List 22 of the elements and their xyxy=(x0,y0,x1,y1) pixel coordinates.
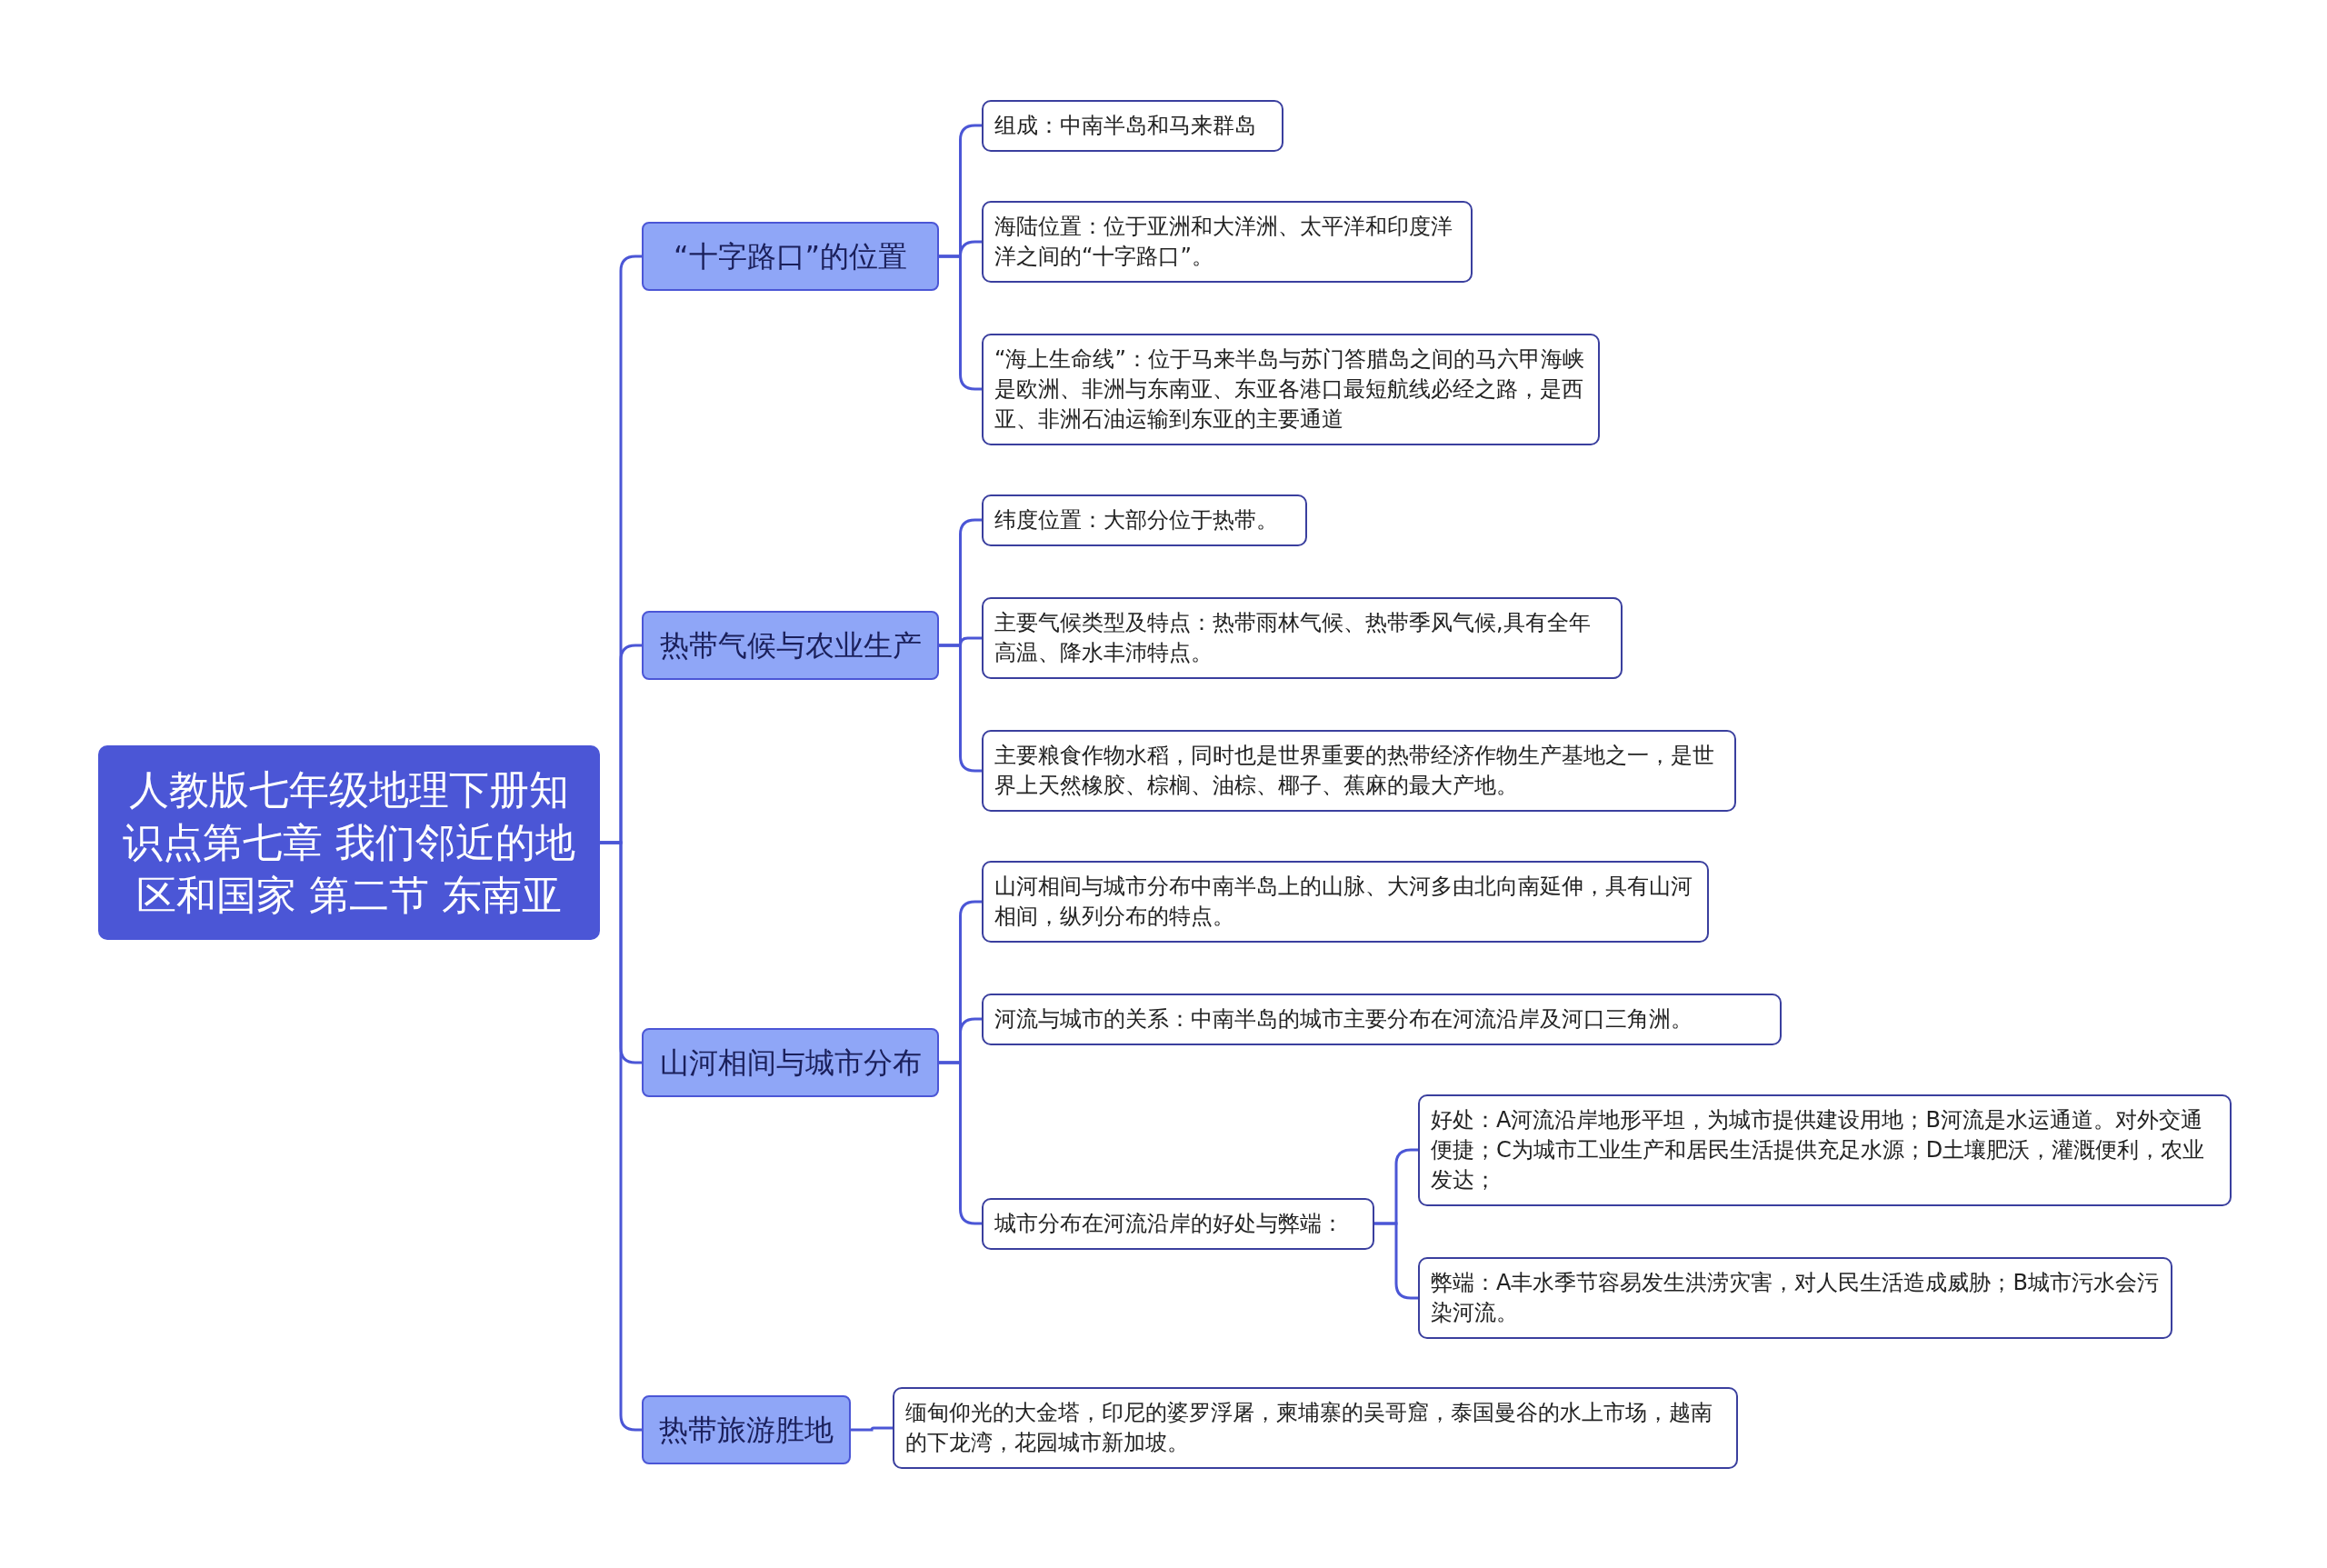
connector-line xyxy=(851,1426,893,1432)
leaf-topic-box: 组成：中南半岛和马来群岛 xyxy=(982,99,1283,152)
leaf-topic-box: 纬度位置：大部分位于热带。 xyxy=(982,494,1307,546)
leaf-topic-box: 好处：A河流沿岸地形平坦，为城市提供建设用地；B河流是水运通道。对外交通便捷；C为城市工业生产和居民生活提供充足水源；D土壤肥沃，灌溉便利，农业发达； xyxy=(1418,1094,2232,1206)
leaf-topic-box: 城市分布在河流沿岸的好处与弊端： xyxy=(982,1197,1374,1250)
connector-line xyxy=(939,255,982,391)
leaf-topic-box: “海上生命线”：位于马来半岛与苏门答腊岛之间的马六甲海峡是欧洲、非洲与东南亚、东亚各港口最短航线必经之路，是西亚、非洲石油运输到东亚的主要通道 xyxy=(982,333,1600,445)
branch-topic-box: 热带旅游胜地 xyxy=(642,1395,851,1464)
connector-line xyxy=(939,644,982,773)
branch-topic-box: 山河相间与城市分布 xyxy=(642,1028,939,1097)
root-topic-box: 人教版七年级地理下册知识点第七章 我们邻近的地区和国家 第二节 东南亚 xyxy=(98,745,600,940)
leaf-topic-box: 弊端：A丰水季节容易发生洪涝灾害，对人民生活造成威胁；B城市污水会污染河流。 xyxy=(1418,1257,2172,1339)
leaf-topic-box: 主要气候类型及特点：热带雨林气候、热带季风气候,具有全年高温、降水丰沛特点。 xyxy=(982,597,1623,679)
connector-line xyxy=(939,1061,982,1225)
leaf-topic-box: 山河相间与城市分布中南半岛上的山脉、大河多由北向南延伸，具有山河相间，纵列分布的特点。 xyxy=(982,861,1709,943)
branch-topic-box: 热带气候与农业生产 xyxy=(642,611,939,680)
leaf-topic-box: 河流与城市的关系：中南半岛的城市主要分布在河流沿岸及河口三角洲。 xyxy=(982,993,1782,1045)
leaf-topic-box: 海陆位置：位于亚洲和大洋洲、太平洋和印度洋洋之间的“十字路口”。 xyxy=(982,201,1473,283)
branch-topic-box: “十字路口”的位置 xyxy=(642,222,939,291)
leaf-topic-box: 主要粮食作物水稻，同时也是世界重要的热带经济作物生产基地之一，是世界上天然橡胶、棕榈、油棕、椰子、蕉麻的最大产地。 xyxy=(982,730,1736,812)
leaf-topic-box: 缅甸仰光的大金塔，印尼的婆罗浮屠，柬埔寨的吴哥窟，泰国曼谷的水上市场，越南的下龙湾，花园城市新加坡。 xyxy=(893,1387,1738,1469)
connector-line xyxy=(1374,1222,1418,1300)
